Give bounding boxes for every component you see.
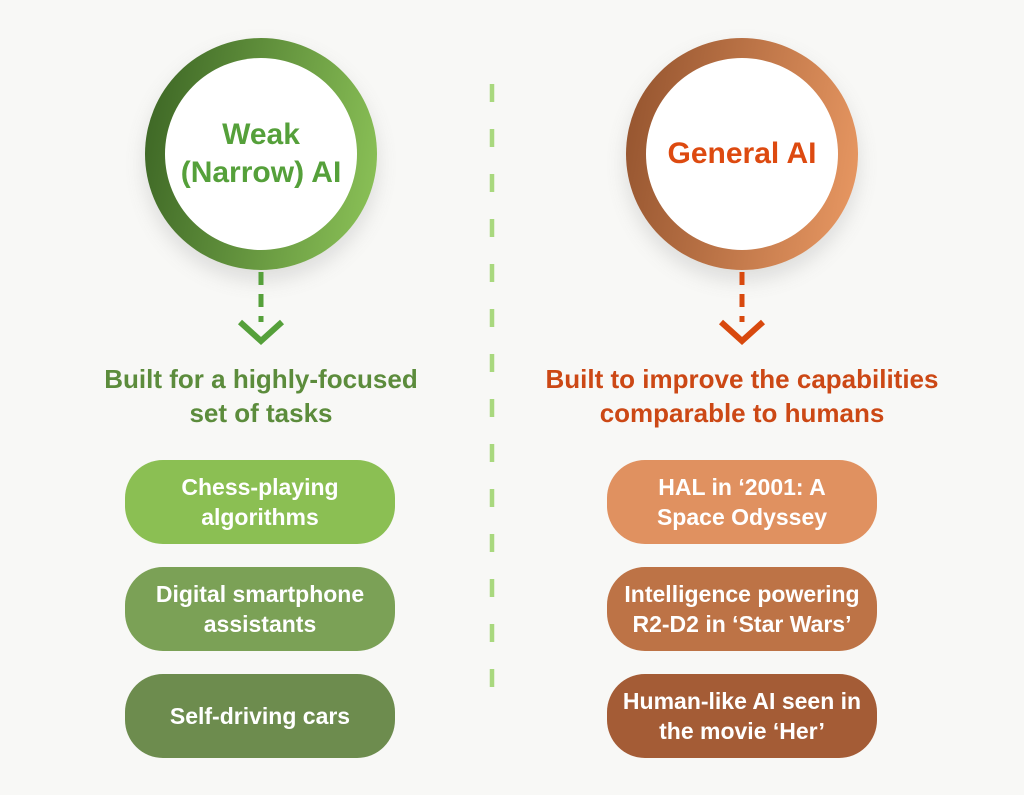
pill-label-line: R2-D2 in ‘Star Wars’ (632, 611, 852, 637)
pill-label-line: Intelligence powering (624, 581, 860, 607)
general-ai-example-pill: Human-like AI seen in the movie ‘Her’ (607, 674, 877, 758)
pill-label-line: Chess-playing (181, 474, 339, 500)
pill-label-line: Human-like AI seen in (622, 688, 862, 714)
pill-label-line: algorithms (201, 504, 319, 530)
weak-ai-description-line: set of tasks (189, 398, 333, 428)
general-ai-description-line: Built to improve the capabilities (545, 364, 939, 394)
general-ai-example-pill: HAL in ‘2001: A Space Odyssey (607, 460, 877, 544)
pill-label-line: Space Odyssey (656, 504, 828, 530)
weak-ai-circle: Weak (Narrow) AI (145, 38, 377, 270)
weak-ai-description: Built for a highly-focused set of tasks (51, 362, 471, 430)
weak-ai-title: Weak (Narrow) AI (181, 116, 342, 192)
down-arrow-icon (237, 272, 285, 346)
weak-ai-title-line: Weak (222, 118, 300, 151)
general-ai-description-line: comparable to humans (599, 398, 885, 428)
pill-label-line: assistants (203, 611, 317, 637)
divider-dashed-line (489, 84, 495, 712)
pill-label-line: Self-driving cars (169, 703, 351, 729)
weak-ai-example-pill: Chess-playing algorithms (125, 460, 395, 544)
weak-ai-title-line: (Narrow) AI (180, 156, 342, 189)
weak-ai-example-pill: Self-driving cars (125, 674, 395, 758)
general-ai-circle-inner: General AI (646, 58, 838, 250)
pill-label-line: Digital smartphone (155, 581, 365, 607)
weak-ai-example-pill: Digital smartphone assistants (125, 567, 395, 651)
pill-label-line: HAL in ‘2001: A (658, 474, 826, 500)
general-ai-title: General AI (668, 135, 817, 173)
general-ai-circle: General AI (626, 38, 858, 270)
down-arrow-icon (718, 272, 766, 346)
general-ai-description: Built to improve the capabilities compar… (532, 362, 952, 430)
weak-ai-description-line: Built for a highly-focused (104, 364, 418, 394)
pill-label-line: the movie ‘Her’ (659, 718, 825, 744)
weak-ai-circle-inner: Weak (Narrow) AI (165, 58, 357, 250)
general-ai-title-line: General AI (667, 137, 817, 170)
